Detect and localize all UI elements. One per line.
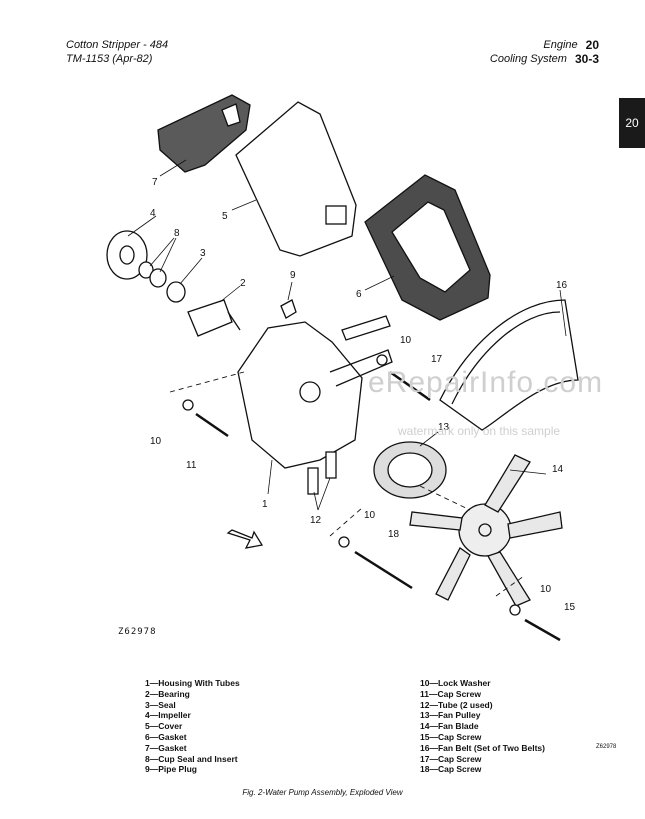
- lock-washer-10c: [338, 536, 350, 548]
- callout-13: 13: [438, 422, 450, 433]
- callout-1: 1: [262, 499, 268, 510]
- legend-item: 7—Gasket: [145, 742, 187, 753]
- callout-16: 16: [556, 280, 568, 291]
- callout-10c: 10: [364, 510, 376, 521]
- cup-seal-8a: [138, 261, 154, 279]
- page-number: 30-3: [574, 52, 599, 66]
- legend-item: 10—Lock Washer: [420, 678, 491, 688]
- legend-item: 2—Bearing: [145, 688, 190, 699]
- lock-washer-10a: [182, 399, 194, 411]
- callout-6: 6: [356, 289, 362, 300]
- legend-item: 11—Cap Screw: [420, 688, 481, 699]
- fan-blade-14: [409, 454, 563, 607]
- callout-10a: 10: [400, 335, 412, 346]
- callout-5: 5: [222, 211, 228, 222]
- legend-item: 1—Housing With Tubes: [145, 678, 240, 688]
- legend-item: 13—Fan Pulley: [420, 710, 481, 721]
- section-number: 20: [585, 38, 599, 52]
- legend-item: 15—Cap Screw: [420, 731, 482, 742]
- fan-belt-16: [439, 299, 579, 431]
- tube-upper: [341, 315, 391, 341]
- header-left: Cotton Stripper - 484 TM-1153 (Apr-82): [66, 38, 168, 66]
- pipe-plug-9: [280, 299, 297, 319]
- callout-11: 11: [186, 460, 197, 471]
- manual-title: Cotton Stripper - 484: [66, 39, 169, 51]
- legend-item: 5—Cover: [145, 721, 183, 732]
- legend-item: 17—Cap Screw: [420, 753, 482, 764]
- legend-item: 4—Impeller: [145, 710, 191, 721]
- legend-item: 14—Fan Blade: [420, 721, 479, 732]
- direction-arrow: [226, 529, 264, 549]
- exploded-view-diagram: 7 5 6 4 8 3 2 9 10 17 10 11 1 12 10 18 1…: [106, 94, 579, 642]
- callout-17: 17: [431, 354, 443, 365]
- callout-7: 7: [152, 177, 158, 188]
- legend-item: 16—Fan Belt (Set of Two Belts): [420, 742, 545, 753]
- callout-2: 2: [240, 278, 246, 289]
- watermark-note: watermark only on this sample: [398, 424, 561, 438]
- bearing-2: [187, 299, 233, 337]
- callout-3: 3: [200, 248, 206, 259]
- parts-legend-left: 1—Housing With Tubes 2—Bearing 3—Seal 4—…: [145, 678, 240, 775]
- legend-item: 18—Cap Screw: [420, 764, 482, 775]
- legend-item: 6—Gasket: [145, 731, 187, 742]
- tube-12b: [325, 451, 337, 479]
- cup-seal-8b: [149, 268, 167, 288]
- callout-10d: 10: [540, 584, 552, 595]
- cap-screw-11: [195, 412, 229, 438]
- parts-legend-right: 10—Lock Washer 11—Cap Screw 12—Tube (2 u…: [420, 678, 545, 775]
- callout-10b: 10: [150, 436, 162, 447]
- lock-washer-10b: [376, 354, 388, 366]
- header-right: Engine 20 Cooling System 30-3: [490, 38, 599, 66]
- group-title: Cooling System: [489, 53, 567, 65]
- callout-4: 4: [150, 208, 156, 219]
- cover-5: [235, 101, 357, 257]
- section-tab: 20: [619, 98, 645, 148]
- callout-15: 15: [564, 602, 576, 613]
- cap-screw-15: [524, 618, 561, 642]
- legend-item: 3—Seal: [145, 699, 176, 710]
- figure-id: Z62978: [118, 627, 157, 637]
- callout-8: 8: [174, 228, 180, 239]
- watermark-site: eRepairInfo.com: [368, 366, 604, 399]
- seal-3: [166, 281, 186, 303]
- legend-item: 8—Cup Seal and Insert: [145, 753, 238, 764]
- section-title: Engine: [543, 39, 578, 51]
- impeller-4: [106, 230, 148, 280]
- figure-caption: Fig. 2-Water Pump Assembly, Exploded Vie…: [242, 788, 403, 797]
- legend-item: 9—Pipe Plug: [145, 764, 197, 775]
- cap-screw-17: [389, 370, 431, 402]
- callout-12: 12: [310, 515, 322, 526]
- figure-id-small: Z62978: [596, 744, 617, 750]
- callout-9: 9: [290, 270, 296, 281]
- cap-screw-18: [354, 550, 413, 590]
- lock-washer-10d: [509, 604, 521, 616]
- legend-item: 12—Tube (2 used): [420, 699, 493, 710]
- manual-number: TM-1153 (Apr-82): [66, 53, 153, 65]
- tube-12a: [307, 467, 319, 495]
- callout-18: 18: [388, 529, 400, 540]
- callout-14: 14: [552, 464, 564, 475]
